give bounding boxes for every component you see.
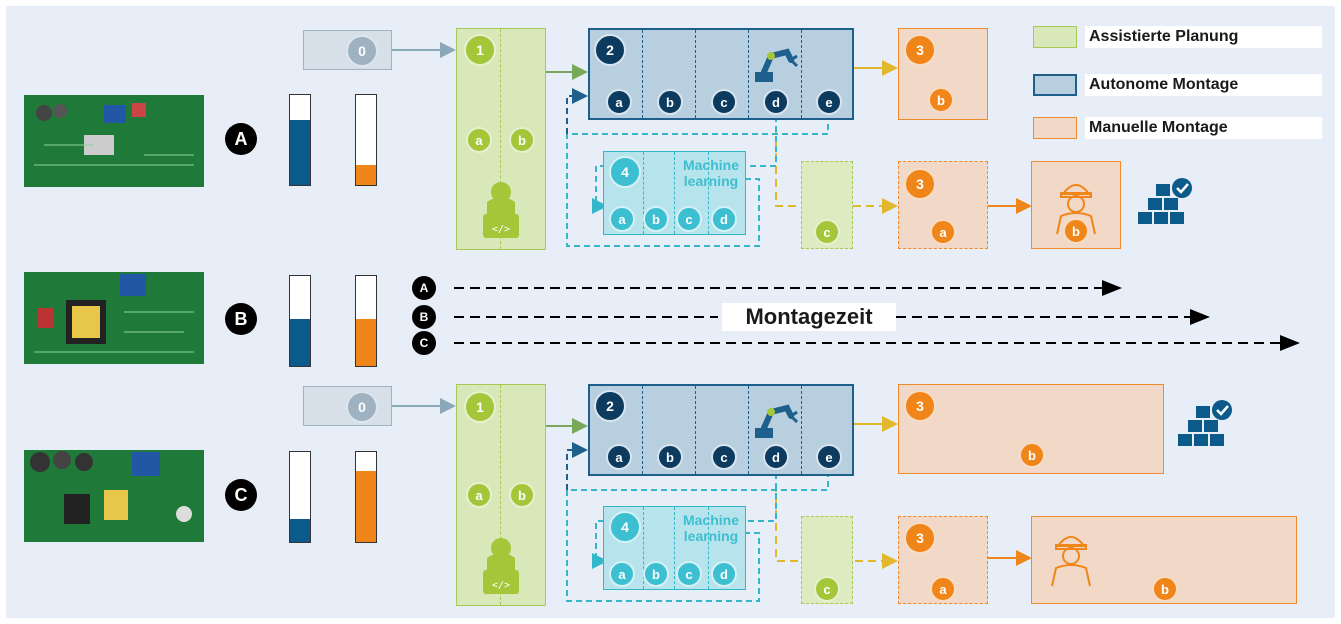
loop-ml-bottom: [566, 471, 829, 602]
robot-level-fill-c: [290, 518, 310, 542]
legend-item-assistierte-planung: Assistierte Planung: [1033, 26, 1322, 50]
montagezeit-label: Montagezeit: [722, 303, 896, 331]
process-diagram: A B C Assistierte Planung Autonome Monta…: [6, 6, 1335, 618]
arrow-ml-to-2-top: [566, 88, 588, 134]
svg-text:</>: </>: [492, 580, 510, 591]
time-badge-c: C: [412, 331, 436, 355]
variant-badge-a: A: [225, 123, 257, 155]
worker-icon: [1056, 184, 1096, 235]
step-3-badge-top-lower: 3: [904, 168, 936, 200]
robot-level-bar-a: [289, 94, 311, 186]
arrow-2d-to-3a-top: [775, 114, 898, 214]
step-4-badge-top: 4: [609, 156, 641, 188]
step-4-sub-a-top: a: [609, 206, 635, 232]
variant-badge-c: C: [225, 479, 257, 511]
arrow-to-ml-top: [592, 116, 777, 214]
step-2-sub-d-top: d: [763, 89, 789, 115]
time-badge-a: A: [412, 276, 436, 300]
legend-swatch-green: [1033, 26, 1077, 48]
pcb-photo-c: [24, 450, 204, 542]
worker-icon: [1051, 536, 1091, 587]
planning-sub-c-top: c: [814, 219, 840, 245]
legend-swatch-orange: [1033, 117, 1077, 139]
step-4-badge-bottom: 4: [609, 511, 641, 543]
step-4-sub-a-bottom: a: [609, 561, 635, 587]
legend-swatch-blue: [1033, 74, 1077, 96]
step-4-sub-d-top: d: [711, 206, 737, 232]
step-2-sub-e-top: e: [816, 89, 842, 115]
programmer-icon: </>: [483, 182, 519, 238]
step-3-badge-bottom-right: 3: [904, 390, 936, 422]
variant-badge-b: B: [225, 303, 257, 335]
manual-level-bar-b: [355, 275, 377, 367]
robot-arm-icon: [755, 404, 799, 438]
step-2-sub-c-bottom: c: [711, 444, 737, 470]
step-1-sub-a-top: a: [466, 127, 492, 153]
step-4-sub-c-top: c: [676, 206, 702, 232]
step-1-sub-b-top: b: [509, 127, 535, 153]
step-3-badge-bottom-lower: 3: [904, 522, 936, 554]
pcb-photo-b: [24, 272, 204, 364]
step-0-badge-bottom: 0: [346, 391, 378, 423]
machine-learning-label-top: Machine learning: [682, 157, 739, 189]
time-badge-b: B: [412, 305, 436, 329]
step-2-sub-a-bottom: a: [606, 444, 632, 470]
manual-level-fill-a: [356, 165, 376, 185]
step-2-sub-c-top: c: [711, 89, 737, 115]
step-4-sub-d-bottom: d: [711, 561, 737, 587]
step-3-badge-top-right: 3: [904, 34, 936, 66]
step-3-sub-a-top: a: [930, 219, 956, 245]
step-1-sub-a-bottom: a: [466, 482, 492, 508]
step-2-sub-b-bottom: b: [657, 444, 683, 470]
step-4-sub-b-bottom: b: [643, 561, 669, 587]
manual-level-bar-a: [355, 94, 377, 186]
step-4-sub-c-bottom: c: [676, 561, 702, 587]
step-1-badge-bottom: 1: [464, 391, 496, 423]
legend-label: Autonome Montage: [1085, 74, 1322, 96]
step-2-badge-bottom: 2: [594, 390, 626, 422]
programmer-icon: </>: [483, 538, 519, 594]
robot-level-bar-c: [289, 451, 311, 543]
arrow-2d-to-3a-bottom: [775, 471, 898, 569]
legend-item-manuelle-montage: Manuelle Montage: [1033, 117, 1322, 141]
step-2-sub-d-bottom: d: [763, 444, 789, 470]
pcb-photo-a: [24, 95, 204, 187]
legend-item-autonome-montage: Autonome Montage: [1033, 74, 1322, 98]
step-2-sub-e-bottom: e: [816, 444, 842, 470]
step-3-sub-a-bottom: a: [930, 576, 956, 602]
robot-level-fill-a: [290, 120, 310, 185]
machine-learning-label-bottom: Machine learning: [682, 512, 739, 544]
legend-label: Manuelle Montage: [1085, 117, 1322, 139]
planning-sub-c-bottom: c: [814, 576, 840, 602]
step-worker-sub-b-top: b: [1063, 218, 1089, 244]
step-2-badge-top: 2: [594, 34, 626, 66]
step-3-sub-b-bottom: b: [1019, 442, 1045, 468]
svg-text:</>: </>: [492, 224, 510, 235]
loop-ml-top: [566, 114, 829, 247]
step-1-sub-b-bottom: b: [509, 482, 535, 508]
manual-level-fill-b: [356, 319, 376, 366]
boxes-check-icon: [1138, 178, 1192, 224]
connector-layer: [392, 42, 1300, 602]
step-0-badge-top: 0: [346, 35, 378, 67]
robot-level-fill-b: [290, 319, 310, 366]
robot-level-bar-b: [289, 275, 311, 367]
step-4-sub-b-top: b: [643, 206, 669, 232]
manual-level-fill-c: [356, 470, 376, 542]
arrow-ml-to-2-bottom: [566, 442, 588, 490]
manual-level-bar-c: [355, 451, 377, 543]
step-1-badge-top: 1: [464, 34, 496, 66]
boxes-check-icon: [1178, 400, 1232, 446]
robot-arm-icon: [755, 48, 799, 82]
legend-label: Assistierte Planung: [1085, 26, 1322, 48]
step-2-sub-b-top: b: [657, 89, 683, 115]
arrow-to-ml-bottom: [592, 473, 777, 569]
step-3-sub-b-top: b: [928, 87, 954, 113]
step-worker-sub-b-bottom: b: [1152, 576, 1178, 602]
step-2-sub-a-top: a: [606, 89, 632, 115]
